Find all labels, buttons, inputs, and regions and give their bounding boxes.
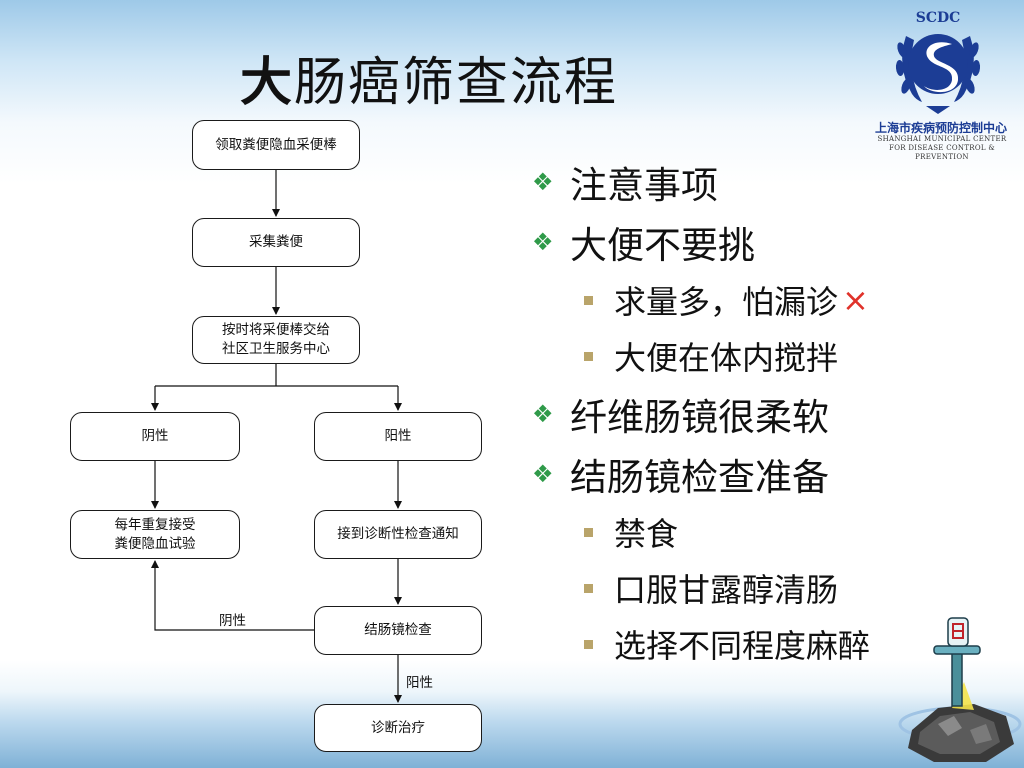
flow-node-submit-sampler: 按时将采便棒交给 社区卫生服务中心 bbox=[192, 316, 360, 364]
note-text: 结肠镜检查准备 bbox=[570, 456, 829, 499]
note-item: ❖ 结肠镜检查准备 bbox=[532, 444, 972, 504]
edge-label-negative: 阴性 bbox=[219, 613, 246, 629]
cross-mark-icon: × bbox=[842, 281, 869, 319]
title-rest: 肠癌筛查流程 bbox=[294, 53, 619, 113]
flow-node-positive: 阳性 bbox=[314, 412, 482, 461]
flowchart-connectors bbox=[151, 170, 402, 703]
sword-stone-decoration-icon bbox=[898, 617, 1022, 762]
flow-node-negative: 阴性 bbox=[70, 412, 240, 461]
edge-label-positive: 阳性 bbox=[406, 675, 433, 691]
scdc-logo: SCDC 上海市疾病预防控制中心 SHANGHAI MUNICIPAL CENT… bbox=[868, 6, 1018, 161]
logo-org-en-line2: FOR DISEASE CONTROL & PREVENTION bbox=[889, 144, 995, 161]
logo-org-en-line1: SHANGHAI MUNICIPAL CENTER bbox=[877, 135, 1007, 143]
diamond-bullet-icon: ❖ bbox=[532, 228, 554, 256]
notes-list: ❖ 注意事项 ❖ 大便不要挑 求量多，怕漏诊× 大便在体内搅拌 ❖ 纤维肠镜很柔软 ❖… bbox=[532, 152, 972, 672]
note-text: 纤维肠镜很柔软 bbox=[570, 396, 829, 439]
flow-node-annual-repeat: 每年重复接受 粪便隐血试验 bbox=[70, 510, 240, 559]
note-subitem: 禁食 bbox=[532, 504, 972, 560]
logo-abbr: SCDC bbox=[916, 10, 961, 26]
square-bullet-icon bbox=[584, 639, 614, 649]
note-subtext: 求量多，怕漏诊 bbox=[614, 283, 839, 321]
flow-node-collect-stool: 采集粪便 bbox=[192, 218, 360, 267]
edge-n8-n6-negative bbox=[151, 560, 314, 631]
note-subitem: 选择不同程度麻醉 bbox=[532, 616, 972, 672]
note-item: ❖ 纤维肠镜很柔软 bbox=[532, 384, 972, 444]
slide-title: 大肠癌筛查流程 bbox=[240, 40, 618, 120]
note-item: ❖ 注意事项 bbox=[532, 152, 972, 212]
flow-node-diagnosis-treatment: 诊断治疗 bbox=[314, 704, 482, 752]
logo-org-en: SHANGHAI MUNICIPAL CENTER FOR DISEASE CO… bbox=[862, 135, 1022, 162]
title-first-char: 大 bbox=[240, 53, 295, 113]
note-subitem: 求量多，怕漏诊× bbox=[532, 272, 972, 328]
scdc-emblem-icon: SCDC bbox=[895, 10, 981, 114]
note-subitem: 大便在体内搅拌 bbox=[532, 328, 972, 384]
flow-node-colonoscopy: 结肠镜检查 bbox=[314, 606, 482, 655]
note-subtext: 口服甘露醇清肠 bbox=[614, 571, 839, 609]
note-text: 大便不要挑 bbox=[570, 224, 755, 267]
note-subtext: 选择不同程度麻醉 bbox=[614, 627, 871, 665]
square-bullet-icon bbox=[584, 527, 614, 537]
diamond-bullet-icon: ❖ bbox=[532, 460, 554, 488]
note-subitem: 口服甘露醇清肠 bbox=[532, 560, 972, 616]
flowchart: 领取粪便隐血采便棒 采集粪便 按时将采便棒交给 社区卫生服务中心 阴性 阳性 每… bbox=[70, 120, 482, 752]
note-subtext: 大便在体内搅拌 bbox=[614, 339, 839, 377]
square-bullet-icon bbox=[584, 295, 614, 305]
note-subtext: 禁食 bbox=[614, 515, 679, 553]
diamond-bullet-icon: ❖ bbox=[532, 400, 554, 428]
note-text: 注意事项 bbox=[570, 164, 718, 207]
diamond-bullet-icon: ❖ bbox=[532, 168, 554, 196]
flow-node-exam-notice: 接到诊断性检查通知 bbox=[314, 510, 482, 559]
square-bullet-icon bbox=[584, 351, 614, 361]
logo-org-cn: 上海市疾病预防控制中心 bbox=[874, 121, 1007, 135]
note-item: ❖ 大便不要挑 bbox=[532, 212, 972, 272]
square-bullet-icon bbox=[584, 583, 614, 593]
flow-node-get-sampler: 领取粪便隐血采便棒 bbox=[192, 120, 360, 170]
